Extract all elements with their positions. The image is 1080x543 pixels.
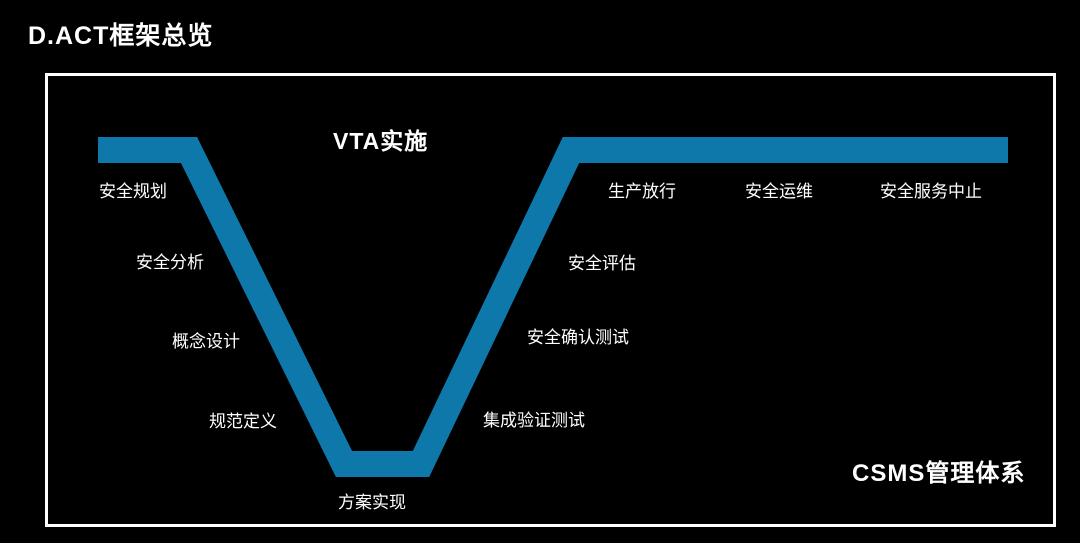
step-concept-design: 概念设计 [172,332,240,351]
vta-implementation-label: VTA实施 [333,128,429,154]
v-path [98,137,1008,477]
page-title: D.ACT框架总览 [28,22,214,50]
csms-management-system-label: CSMS管理体系 [852,460,1026,487]
step-solution-implementation: 方案实现 [338,493,406,512]
step-security-operations: 安全运维 [745,182,813,201]
step-security-confirmation-test: 安全确认测试 [527,328,629,347]
step-production-release: 生产放行 [608,182,676,201]
step-integration-verification-test: 集成验证测试 [483,411,585,430]
step-security-service-termination: 安全服务中止 [880,182,982,201]
step-security-analysis: 安全分析 [136,253,204,272]
diagram-frame [45,73,1056,527]
step-specification-definition: 规范定义 [209,412,277,431]
step-security-planning: 安全规划 [99,182,167,201]
step-security-assessment: 安全评估 [568,254,636,273]
